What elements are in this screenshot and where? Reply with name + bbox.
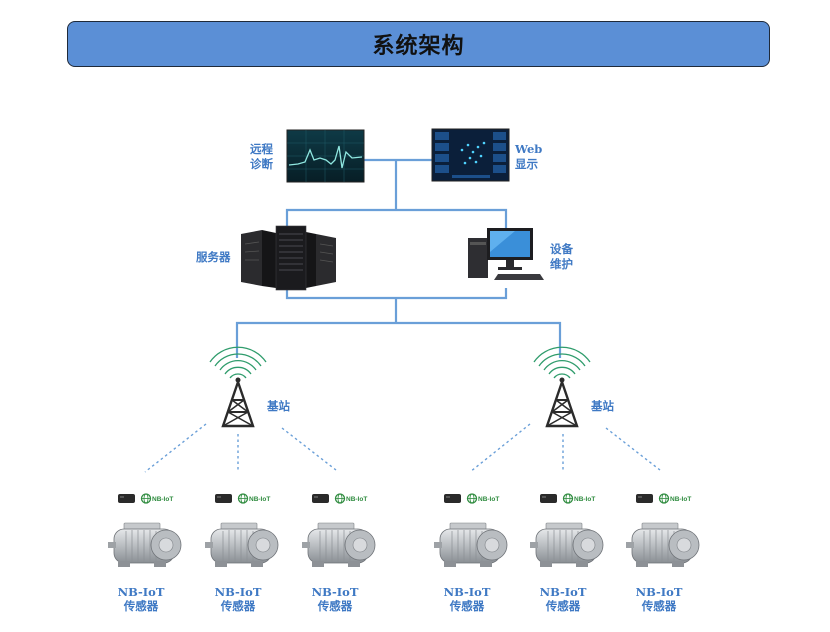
web-display-label: Web 显示 [515,142,543,171]
web-dashboard-icon [431,128,510,182]
desktop-computer-icon [468,228,544,280]
base-station-label: 基站 [267,399,290,413]
base-station-label: 基站 [591,399,614,413]
nb-iot-badge: NB-IoT [249,496,270,503]
electric-motor-icon [433,522,508,568]
nb-iot-module-icon [443,493,478,504]
electric-motor-icon [107,522,182,568]
nb-iot-module-icon [117,493,152,504]
server-label: 服务器 [196,250,231,264]
sensor-label: NB-IoT 传感器 [214,585,262,613]
ecg-monitor-icon [286,129,365,183]
title-bar: 系统架构 [67,21,770,67]
nb-iot-module-icon [635,493,670,504]
cell-tower-icon [208,346,268,428]
electric-motor-icon [529,522,604,568]
electric-motor-icon [204,522,279,568]
wireless-links [144,423,661,473]
cell-tower-icon [532,346,592,428]
nb-iot-badge: NB-IoT [670,496,691,503]
sensor-label: NB-IoT 传感器 [539,585,587,613]
sensor-label: NB-IoT 传感器 [635,585,683,613]
nb-iot-badge: NB-IoT [152,496,173,503]
remote-diagnosis-label: 远程 诊断 [250,142,273,171]
sensor-label: NB-IoT 传感器 [311,585,359,613]
maintenance-label: 设备 维护 [550,242,573,271]
electric-motor-icon [301,522,376,568]
nb-iot-module-icon [539,493,574,504]
page-title: 系统架构 [372,33,465,58]
nb-iot-module-icon [214,493,249,504]
nb-iot-module-icon [311,493,346,504]
nb-iot-badge: NB-IoT [574,496,595,503]
network-lines [235,158,562,358]
electric-motor-icon [625,522,700,568]
server-rack-icon [241,225,336,291]
sensor-label: NB-IoT 传感器 [117,585,165,613]
sensor-label: NB-IoT 传感器 [443,585,491,613]
nb-iot-badge: NB-IoT [478,496,499,503]
nb-iot-badge: NB-IoT [346,496,367,503]
